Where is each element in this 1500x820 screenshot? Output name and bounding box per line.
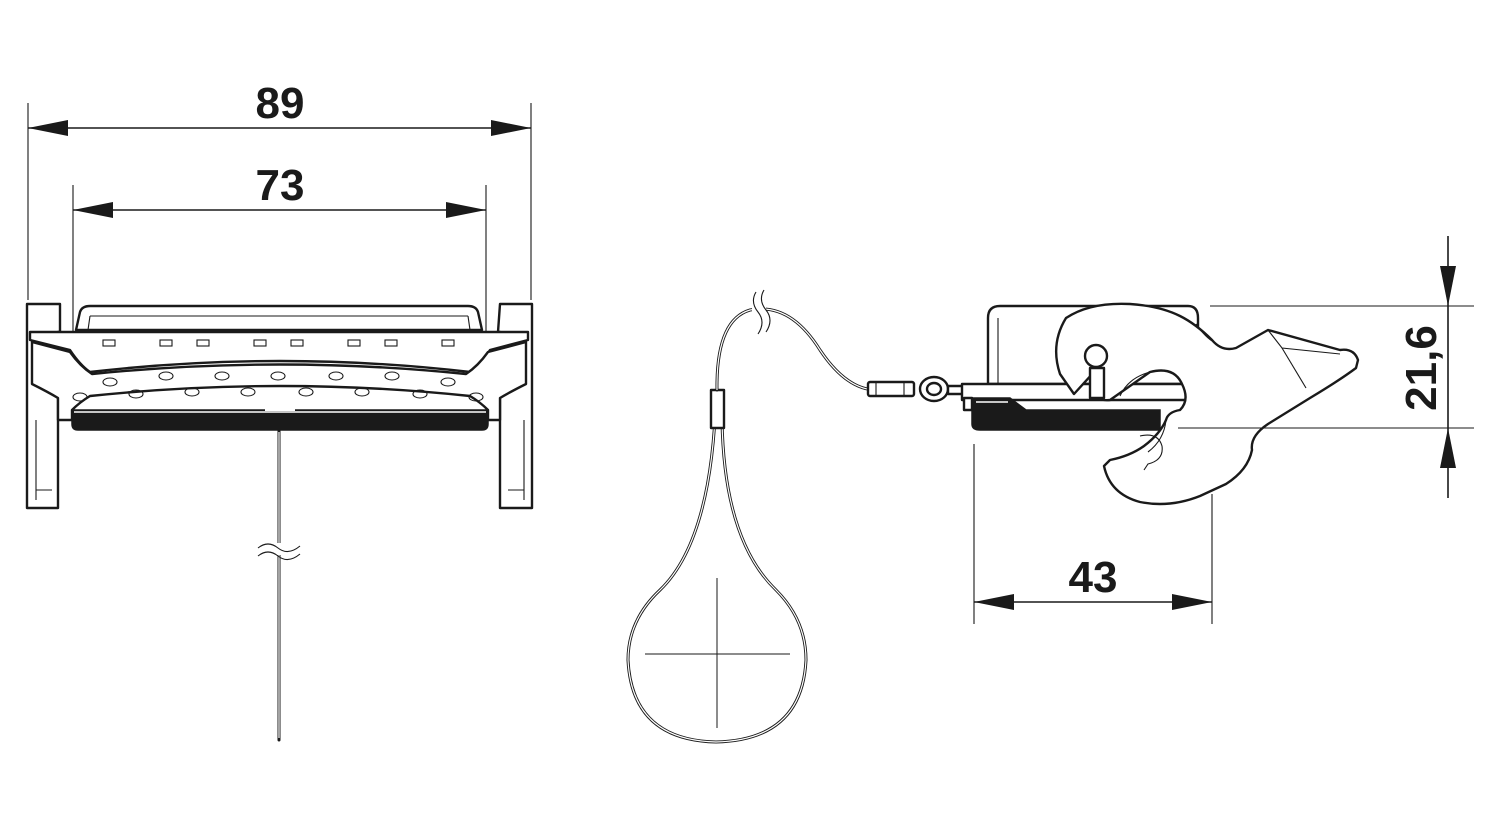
wire-end-fitting <box>866 375 992 403</box>
gasket-front <box>71 409 489 431</box>
dimension-label-43: 43 <box>1069 553 1118 602</box>
crimp-sleeve <box>709 388 726 430</box>
break-symbol-side-a <box>752 291 763 335</box>
locking-lever <box>1054 302 1360 506</box>
pin-row-top <box>102 339 455 347</box>
dimension-label-89: 89 <box>256 79 305 128</box>
dimension-label-21-6: 21,6 <box>1397 325 1446 411</box>
break-symbol-front-bottom <box>257 551 301 561</box>
dimension-depth: 43 <box>973 444 1213 624</box>
break-symbol-front-top <box>257 543 301 553</box>
dimension-height: 21,6 <box>1178 236 1474 498</box>
side-view: 43 21,6 <box>626 236 1474 744</box>
dimension-overall-width: 89 <box>27 79 532 300</box>
top-plate <box>74 304 484 332</box>
front-view: 89 73 <box>25 79 534 742</box>
cap-front-body <box>25 302 534 510</box>
pivot-pin <box>1083 343 1109 369</box>
lanyard-loop <box>626 289 882 744</box>
dimension-inner-width: 73 <box>72 161 487 420</box>
break-symbol-side-b <box>760 289 771 333</box>
gasket-side <box>971 397 1161 431</box>
wire-eyelet <box>918 375 950 403</box>
cap-side-body <box>960 302 1360 506</box>
dimension-label-73: 73 <box>256 161 305 210</box>
contact-holes <box>72 371 484 402</box>
lanyard-wire-front <box>257 428 301 742</box>
